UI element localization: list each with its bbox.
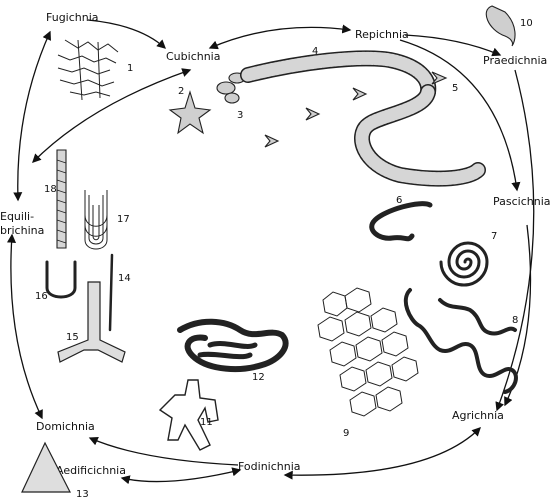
- trace-16-u-burrow: [45, 260, 77, 299]
- number-5: 5: [452, 83, 458, 94]
- label-pascichnia: Pascichnia: [493, 195, 551, 208]
- arrow-repichnia-pascichnia: [399, 39, 521, 192]
- arrow-fodinichnia-aedificichnia: [120, 467, 242, 485]
- trace-13-constructed-mound: [21, 441, 71, 493]
- label-aedificichnia: Aedificichnia: [56, 464, 126, 477]
- number-18: 18: [44, 184, 57, 195]
- number-16: 16: [35, 291, 48, 302]
- trace-7-spiral-trace: [439, 241, 489, 287]
- trace-1-escape-structure: [57, 39, 119, 101]
- trace-12-tangled-burrows: [177, 318, 289, 372]
- label-agrichnia: Agrichnia: [452, 409, 504, 422]
- label-repichnia: Repichnia: [355, 28, 409, 41]
- trace-9-hexagonal-network: [317, 287, 419, 417]
- number-6: 6: [396, 195, 402, 206]
- trace-8-meander-trace: [403, 288, 518, 394]
- number-12: 12: [252, 372, 265, 383]
- arrow-fugichnia-equilibrichnia: [13, 30, 51, 202]
- label-cubichnia: Cubichnia: [166, 50, 220, 63]
- arrow-cubichnia-equilibrichnia: [32, 68, 192, 163]
- number-15: 15: [66, 332, 79, 343]
- label-equilibrichnia-2: brichina: [0, 224, 44, 237]
- label-fugichnia: Fugichnia: [46, 11, 99, 24]
- trace-5-arrow-footprints: [264, 71, 448, 148]
- label-fodinichnia: Fodinichnia: [238, 460, 301, 473]
- number-4: 4: [312, 46, 318, 57]
- arrow-praedichnia-agrichnia: [495, 69, 535, 412]
- number-3: 3: [237, 110, 243, 121]
- number-11: 11: [200, 417, 213, 428]
- number-1: 1: [127, 63, 133, 74]
- trace-6-curved-trail: [369, 201, 433, 242]
- number-13: 13: [76, 489, 89, 500]
- arrow-fodinichnia-domichnia: [88, 436, 239, 466]
- number-14: 14: [118, 273, 131, 284]
- number-10: 10: [520, 18, 533, 29]
- number-9: 9: [343, 428, 349, 439]
- arrow-fugichnia-cubichnia: [87, 19, 167, 49]
- arrow-equilibrichnia-domichnia: [6, 233, 43, 420]
- relationship-arrows: [6, 19, 535, 485]
- label-domichnia: Domichnia: [36, 420, 95, 433]
- arrow-repichnia-praedichnia: [404, 34, 502, 57]
- trace-14-vertical-burrow: [108, 253, 114, 332]
- number-17: 17: [117, 214, 130, 225]
- arrow-cubichnia-repichnia: [208, 24, 352, 50]
- number-2: 2: [178, 86, 184, 97]
- trace-10-bored-leaf: [485, 5, 516, 47]
- label-praedichnia: Praedichnia: [483, 54, 547, 67]
- trace-4-trackway: [240, 50, 486, 187]
- trace-2-star-resting-trace: [168, 90, 212, 135]
- number-7: 7: [491, 231, 497, 242]
- number-8: 8: [512, 315, 518, 326]
- trace-18-equilibrium-burrow: [56, 149, 67, 249]
- trace-15-branching-dwelling: [57, 281, 126, 363]
- trace-17-spreite-burrow: [84, 190, 108, 250]
- arrow-fodinichnia-agrichnia: [283, 427, 481, 480]
- label-equilibrichnia-1: Equili-: [0, 210, 34, 223]
- category-labels: Fugichnia Cubichnia Repichnia Praedichni…: [0, 11, 551, 477]
- trace-11-branching-burrow: [158, 379, 219, 451]
